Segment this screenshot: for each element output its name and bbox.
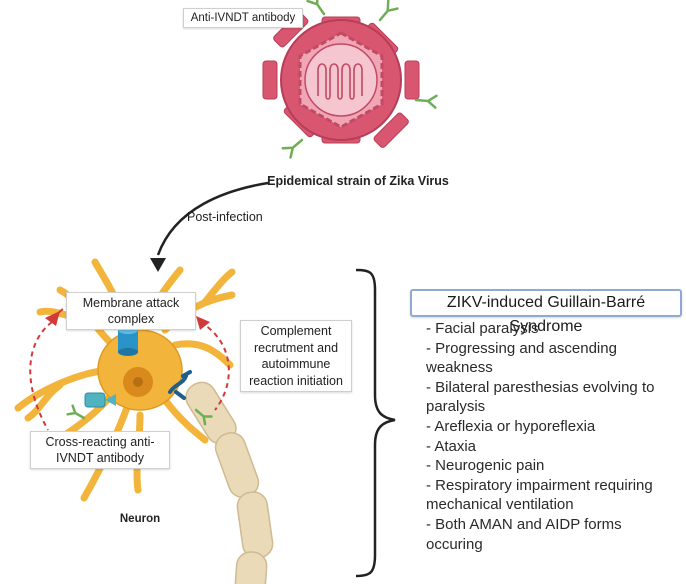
symptom-item: - Areflexia or hyporeflexia xyxy=(426,417,596,435)
symptom-list: - Facial paralysis - Progressing and asc… xyxy=(426,319,681,554)
membrane-attack-complex-label: Membrane attack complex xyxy=(66,292,196,330)
complement-recruitment-label: Complement recrutment and autoimmune rea… xyxy=(240,320,352,392)
post-infection-label: Post-infection xyxy=(187,210,263,224)
post-infection-arrow xyxy=(150,181,269,272)
myelin-sheath xyxy=(185,381,274,584)
zika-virus xyxy=(262,0,438,159)
symptom-item: - Bilateral paresthesias evolving to par… xyxy=(426,378,655,416)
cross-reacting-antibody-label: Cross-reacting anti-IVNDT antibody xyxy=(30,431,170,469)
symptom-item: - Neurogenic pain xyxy=(426,457,545,475)
complement-protein xyxy=(168,370,192,400)
grouping-brace xyxy=(355,268,396,578)
syndrome-title: ZIKV-induced Guillain-Barré Syndrome xyxy=(410,289,682,335)
symptom-item: - Both AMAN and AIDP forms occuring xyxy=(426,515,622,553)
neuron-label: Neuron xyxy=(119,513,161,525)
virus-strain-label: Epidemical strain of Zika Virus xyxy=(267,174,449,188)
symptom-item: - Ataxia xyxy=(426,437,477,455)
symptom-item: - Progressing and ascending weakness xyxy=(426,339,617,377)
ganglioside-receptor xyxy=(84,392,116,408)
symptom-item: - Respiratory impairment requiring mecha… xyxy=(426,476,653,514)
mac-pore xyxy=(118,326,138,356)
anti-ivndt-antibody-label: Anti-IVNDT antibody xyxy=(183,8,303,28)
symptom-item: - Facial paralysis xyxy=(426,320,539,337)
